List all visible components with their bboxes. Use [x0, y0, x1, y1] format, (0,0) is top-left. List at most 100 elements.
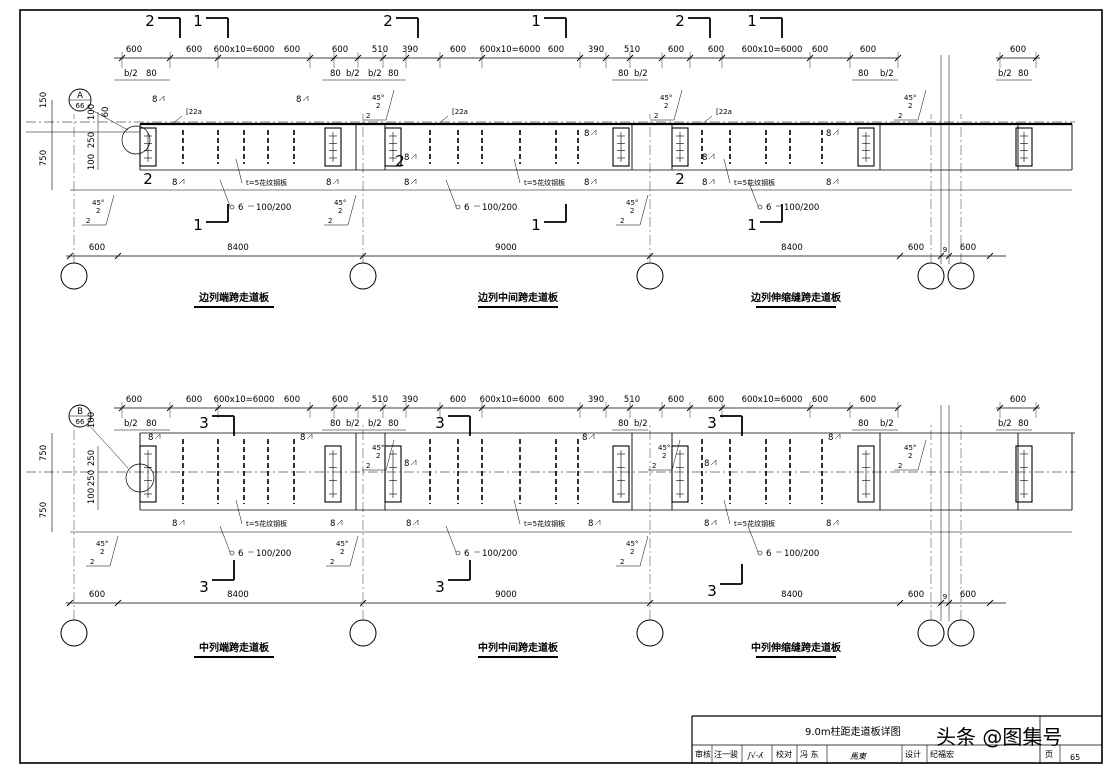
weld-dimension-label: b/2 [346, 69, 360, 79]
section-marker-number: 1 [747, 12, 757, 30]
left-dimension-label: 750 [39, 502, 49, 518]
weld-root-label: 2 [330, 558, 334, 566]
span-dimension-label: 600 [960, 243, 976, 253]
rebar-marker [455, 550, 461, 556]
plate-note: t=5花纹钢板 [524, 519, 565, 528]
section-marker-number: 2 [675, 12, 685, 30]
bearing-plate [857, 127, 875, 167]
span-dimension-label: 600 [89, 243, 105, 253]
drawing-caption: 中列端跨走道板 [199, 641, 270, 654]
weld-angle-label: 45° [92, 199, 104, 207]
weld-root-label: 2 [898, 462, 902, 470]
bearing-plate [612, 127, 630, 167]
weld-flag [710, 459, 717, 466]
section-marker-number: 3 [435, 414, 445, 432]
weld-size-label: 8 [296, 95, 301, 105]
weld-dimension-label: 80 [1018, 69, 1029, 79]
weld-flag [588, 433, 595, 440]
bearing-plate [671, 127, 689, 167]
weld-arrow [671, 439, 681, 471]
dimension-label: 510 [624, 45, 640, 55]
span-dimension-label: 8400 [781, 243, 803, 253]
dimension-label: 600 [812, 45, 828, 55]
dimension-label: 600 [284, 395, 300, 405]
weld-dimension-label: b/2 [880, 419, 894, 429]
weld-dimension-label: 80 [330, 69, 341, 79]
weld-flag [158, 95, 165, 102]
dimension-label: 600x10=6000 [480, 395, 541, 405]
rebar-spacing: 100/200 [256, 549, 291, 559]
weld-arrow [109, 535, 119, 567]
rebar-size: 6 [464, 549, 469, 559]
section-marker-number: 1 [193, 12, 203, 30]
weld-dimension-label: 80 [618, 69, 629, 79]
weld-size-label: 8 [330, 519, 335, 529]
weld-root-label: 2 [662, 452, 666, 460]
rebar-size: 6 [766, 203, 771, 213]
title-block-title: 9.0m柱距走道板详图 [805, 725, 901, 738]
weld-arrow [639, 535, 649, 567]
span-dimension-label: 600 [908, 243, 924, 253]
left-dimension-label: 60 [101, 107, 111, 118]
leader-line [235, 499, 243, 525]
plate-note: t=5花纹钢板 [246, 519, 287, 528]
dimension-label: 600 [332, 395, 348, 405]
detail-callout-label: B [77, 407, 83, 417]
tb-page-number: 65 [1070, 753, 1080, 762]
weld-root-label: 2 [366, 462, 370, 470]
detail-callout-label: A [77, 91, 83, 101]
span-dimension-label: 9000 [495, 590, 517, 600]
weld-angle-label: 45° [626, 540, 638, 548]
weld-flag [410, 459, 417, 466]
bearing-plate [671, 445, 689, 503]
weld-angle-label: 45° [904, 94, 916, 102]
leader-line [437, 115, 449, 125]
weld-size-label: 8 [704, 459, 709, 469]
weld-size-label: 8 [584, 178, 589, 188]
dimension-label: 600 [126, 395, 142, 405]
dimension-label: 600 [708, 395, 724, 405]
weld-arrow [673, 89, 683, 121]
weld-dimension-label: 80 [146, 419, 157, 429]
section-marker-number: 3 [199, 578, 209, 596]
dimension-label: 600x10=6000 [214, 395, 275, 405]
weld-dimension-label: b/2 [124, 419, 138, 429]
tb-label-check: 校对 [776, 749, 792, 759]
dim-tick [359, 252, 367, 260]
dim-tick [114, 599, 122, 607]
dimension-label: 600 [284, 45, 300, 55]
sheet-border [19, 9, 1103, 764]
dimension-label: 390 [588, 45, 604, 55]
weld-dimension-label: b/2 [368, 419, 382, 429]
drawing-caption: 边列伸缩缝跨走道板 [750, 291, 842, 304]
weld-angle-label: 45° [904, 444, 916, 452]
weld-size-label: 8 [588, 519, 593, 529]
weld-root-label: 2 [340, 548, 344, 556]
rebar-size: 6 [238, 203, 243, 213]
weld-arrow [385, 89, 395, 121]
leader-line [513, 499, 521, 525]
dimension-label: 600 [860, 395, 876, 405]
dimension-label: 510 [624, 395, 640, 405]
watermark-text: 头条 @图集号 [936, 725, 1062, 749]
weld-dimension-label: b/2 [634, 419, 648, 429]
dimension-label: 600 [548, 45, 564, 55]
bearing-plate [1015, 127, 1033, 167]
leader-line [171, 115, 183, 125]
weld-arrow [347, 194, 357, 226]
weld-root-label: 2 [654, 112, 658, 120]
bearing-plate [1015, 445, 1033, 503]
weld-dimension-label: 80 [388, 69, 399, 79]
left-dimension-label: 750 [39, 150, 49, 166]
weld-dimension-label: 80 [1018, 419, 1029, 429]
weld-root-label: 2 [366, 112, 370, 120]
weld-root-label: 2 [908, 102, 912, 110]
dimension-label: 390 [402, 45, 418, 55]
left-dimension-label: 100 [87, 412, 97, 428]
dimension-label: 600 [332, 45, 348, 55]
dim-tick [896, 252, 904, 260]
rebar-size: 6 [766, 549, 771, 559]
drawing-caption: 边列中间跨走道板 [477, 291, 559, 304]
dim-tick [896, 599, 904, 607]
weld-dimension-label: 80 [330, 419, 341, 429]
